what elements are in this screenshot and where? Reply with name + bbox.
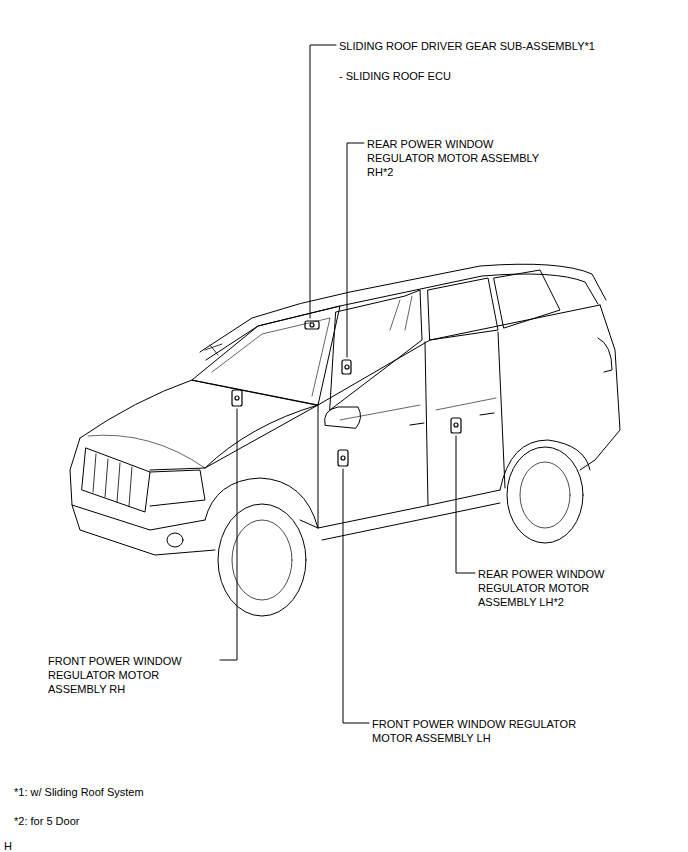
footnote: *1: w/ Sliding Roof System (14, 785, 144, 799)
part-name: REAR POWER WINDOW REGULATOR MOTOR ASSEMB… (367, 137, 562, 179)
footnote: *2: for 5 Door (14, 814, 79, 828)
part-name: SLIDING ROOF DRIVER GEAR SUB-ASSEMBLY*1 (339, 39, 595, 53)
part-name: - SLIDING ROOF ECU (339, 69, 451, 83)
part-name: FRONT POWER WINDOW REGULATOR MOTOR ASSEM… (372, 717, 612, 745)
page-mark: H (4, 839, 12, 852)
part-name: FRONT POWER WINDOW REGULATOR MOTOR ASSEM… (48, 654, 188, 696)
part-name: REAR POWER WINDOW REGULATOR MOTOR ASSEMB… (478, 567, 613, 609)
